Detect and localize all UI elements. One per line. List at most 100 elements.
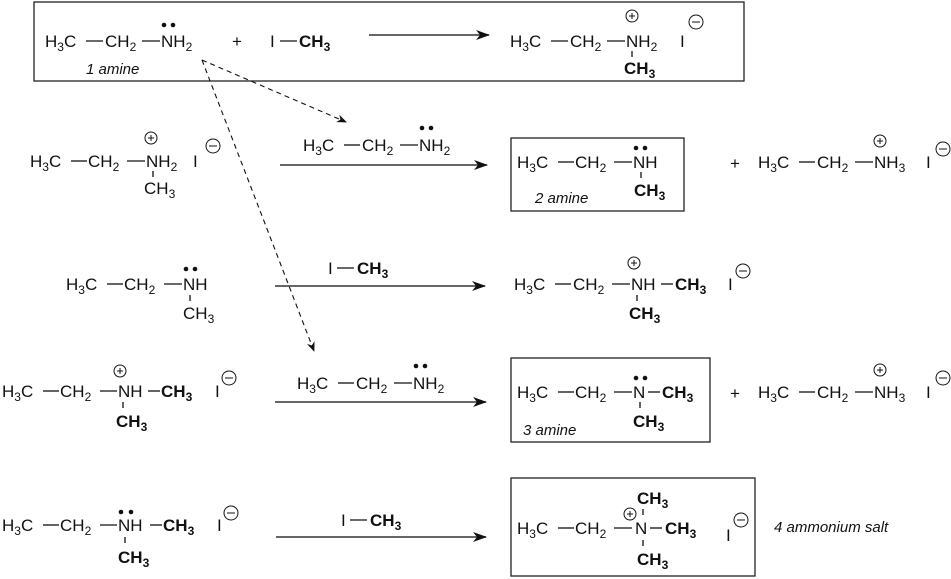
svg-text:NH: NH xyxy=(118,382,143,401)
negative-charge-icon xyxy=(935,141,951,157)
tertiary-amine-box xyxy=(510,357,711,443)
svg-text:NH: NH xyxy=(633,153,658,172)
svg-text:H3C: H3C xyxy=(45,32,76,54)
positive-charge-icon xyxy=(873,134,887,148)
negative-charge-icon xyxy=(205,138,221,154)
svg-text:CH3: CH3 xyxy=(633,412,665,434)
svg-text:H3C: H3C xyxy=(30,152,61,174)
svg-text:NH2: NH2 xyxy=(413,374,445,396)
lone-pair-dot xyxy=(170,22,176,28)
dimethylammonium-iodide-product: H3C CH2 NH CH3 CH3 I xyxy=(514,256,751,326)
tertiary-amine-product: H3C CH2 N CH3 CH3 3 amine xyxy=(517,375,694,439)
svg-text:CH3: CH3 xyxy=(637,489,669,511)
secondary-amine-box xyxy=(510,137,685,212)
row3-reactant-secondary-amine: H3C CH2 NH CH3 xyxy=(66,266,215,326)
svg-text:H3C: H3C xyxy=(2,516,33,538)
svg-text:H3C: H3C xyxy=(66,275,97,297)
svg-text:CH3: CH3 xyxy=(637,550,669,572)
svg-text:CH3: CH3 xyxy=(624,59,656,81)
svg-text:CH3: CH3 xyxy=(662,383,694,405)
svg-text:I: I xyxy=(328,259,333,278)
svg-text:I: I xyxy=(926,383,931,402)
plus-sign: + xyxy=(730,154,740,173)
svg-text:H3C: H3C xyxy=(510,32,541,54)
secondary-amine-product: H3C CH2 NH CH3 2 amine xyxy=(517,145,666,207)
svg-text:CH3: CH3 xyxy=(299,32,331,54)
svg-text:I: I xyxy=(215,382,220,401)
positive-charge-icon xyxy=(627,256,641,270)
svg-text:I: I xyxy=(341,511,346,530)
svg-text:CH2: CH2 xyxy=(817,153,849,175)
svg-text:H3C: H3C xyxy=(297,374,328,396)
svg-text:N: N xyxy=(635,519,647,538)
svg-text:NH2: NH2 xyxy=(626,32,658,54)
negative-charge-icon xyxy=(735,263,751,279)
svg-text:CH2: CH2 xyxy=(575,153,607,175)
svg-text:CH3: CH3 xyxy=(163,516,195,538)
svg-text:H3C: H3C xyxy=(758,153,789,175)
row2-reactant: H3C CH2 NH2 CH3 I xyxy=(30,131,221,201)
row2-reagent-ethylamine: H3C CH2 NH2 xyxy=(303,125,451,158)
svg-text:CH2: CH2 xyxy=(105,32,137,54)
plus-sign: + xyxy=(730,384,740,403)
positive-charge-icon xyxy=(144,131,158,145)
svg-text:CH3: CH3 xyxy=(116,412,148,434)
ethylammonium-iodide-byproduct: H3C CH2 NH3 I xyxy=(758,134,951,175)
svg-text:H3C: H3C xyxy=(514,275,545,297)
negative-charge-icon xyxy=(935,370,951,386)
row4-reactant: H3C CH2 NH CH3 CH3 I xyxy=(2,364,237,434)
svg-text:CH3: CH3 xyxy=(634,181,666,203)
dashed-arrow-to-row4 xyxy=(201,59,315,352)
ethylamine-reactant: H3C CH2 NH2 xyxy=(45,22,193,54)
quaternary-salt-box xyxy=(510,477,756,577)
negative-charge-icon xyxy=(733,512,749,528)
svg-text:CH2: CH2 xyxy=(60,382,92,404)
svg-text:CH2: CH2 xyxy=(60,516,92,538)
positive-charge-icon xyxy=(623,507,637,521)
ethylammonium-iodide-byproduct-2: H3C CH2 NH3 I xyxy=(758,363,951,405)
label-2-amine: 2 amine xyxy=(534,190,588,207)
svg-text:CH2: CH2 xyxy=(575,519,607,541)
svg-text:CH3: CH3 xyxy=(144,179,176,201)
svg-text:H3C: H3C xyxy=(2,382,33,404)
svg-text:H3C: H3C xyxy=(517,383,548,405)
svg-text:CH2: CH2 xyxy=(362,136,394,158)
svg-text:CH3: CH3 xyxy=(357,259,389,281)
row4-reagent-ethylamine: H3C CH2 NH2 xyxy=(297,363,445,396)
svg-text:CH3: CH3 xyxy=(665,519,697,541)
lone-pair-dot xyxy=(161,22,167,28)
svg-text:NH2: NH2 xyxy=(419,136,451,158)
svg-text:I: I xyxy=(728,275,733,294)
svg-text:CH2: CH2 xyxy=(575,383,607,405)
svg-text:I: I xyxy=(726,526,731,545)
svg-text:CH2: CH2 xyxy=(570,32,602,54)
positive-charge-icon xyxy=(625,9,639,23)
svg-text:CH2: CH2 xyxy=(817,383,849,405)
svg-text:CH3: CH3 xyxy=(629,304,661,326)
dashed-arrow-to-row2 xyxy=(201,59,347,123)
negative-charge-icon xyxy=(688,14,704,30)
svg-text:CH3: CH3 xyxy=(118,548,150,570)
svg-text:NH2: NH2 xyxy=(146,152,178,174)
quaternary-ammonium-product: CH3 H3C CH2 N CH3 CH3 I xyxy=(517,489,749,572)
row5-reagent-methyl-iodide: I CH3 xyxy=(341,511,402,533)
svg-text:H3C: H3C xyxy=(758,383,789,405)
row3-reagent-methyl-iodide: I CH3 xyxy=(328,259,389,281)
svg-text:CH2: CH2 xyxy=(573,275,605,297)
reaction-1-box xyxy=(33,1,745,82)
negative-charge-icon xyxy=(223,505,239,521)
svg-text:I: I xyxy=(680,32,685,51)
methyl-iodide-reagent: I CH3 xyxy=(270,32,331,54)
svg-text:I: I xyxy=(217,516,222,535)
label-3-amine: 3 amine xyxy=(523,422,576,439)
svg-text:NH: NH xyxy=(631,275,656,294)
row5-reactant: H3C CH2 NH CH3 CH3 I xyxy=(2,505,239,570)
svg-text:CH2: CH2 xyxy=(124,275,156,297)
label-4-ammonium-salt: 4 ammonium salt xyxy=(774,519,889,536)
svg-text:CH2: CH2 xyxy=(356,374,388,396)
svg-text:CH3: CH3 xyxy=(370,511,402,533)
svg-text:NH: NH xyxy=(183,275,208,294)
svg-text:CH3: CH3 xyxy=(183,304,215,326)
positive-charge-icon xyxy=(113,364,127,378)
